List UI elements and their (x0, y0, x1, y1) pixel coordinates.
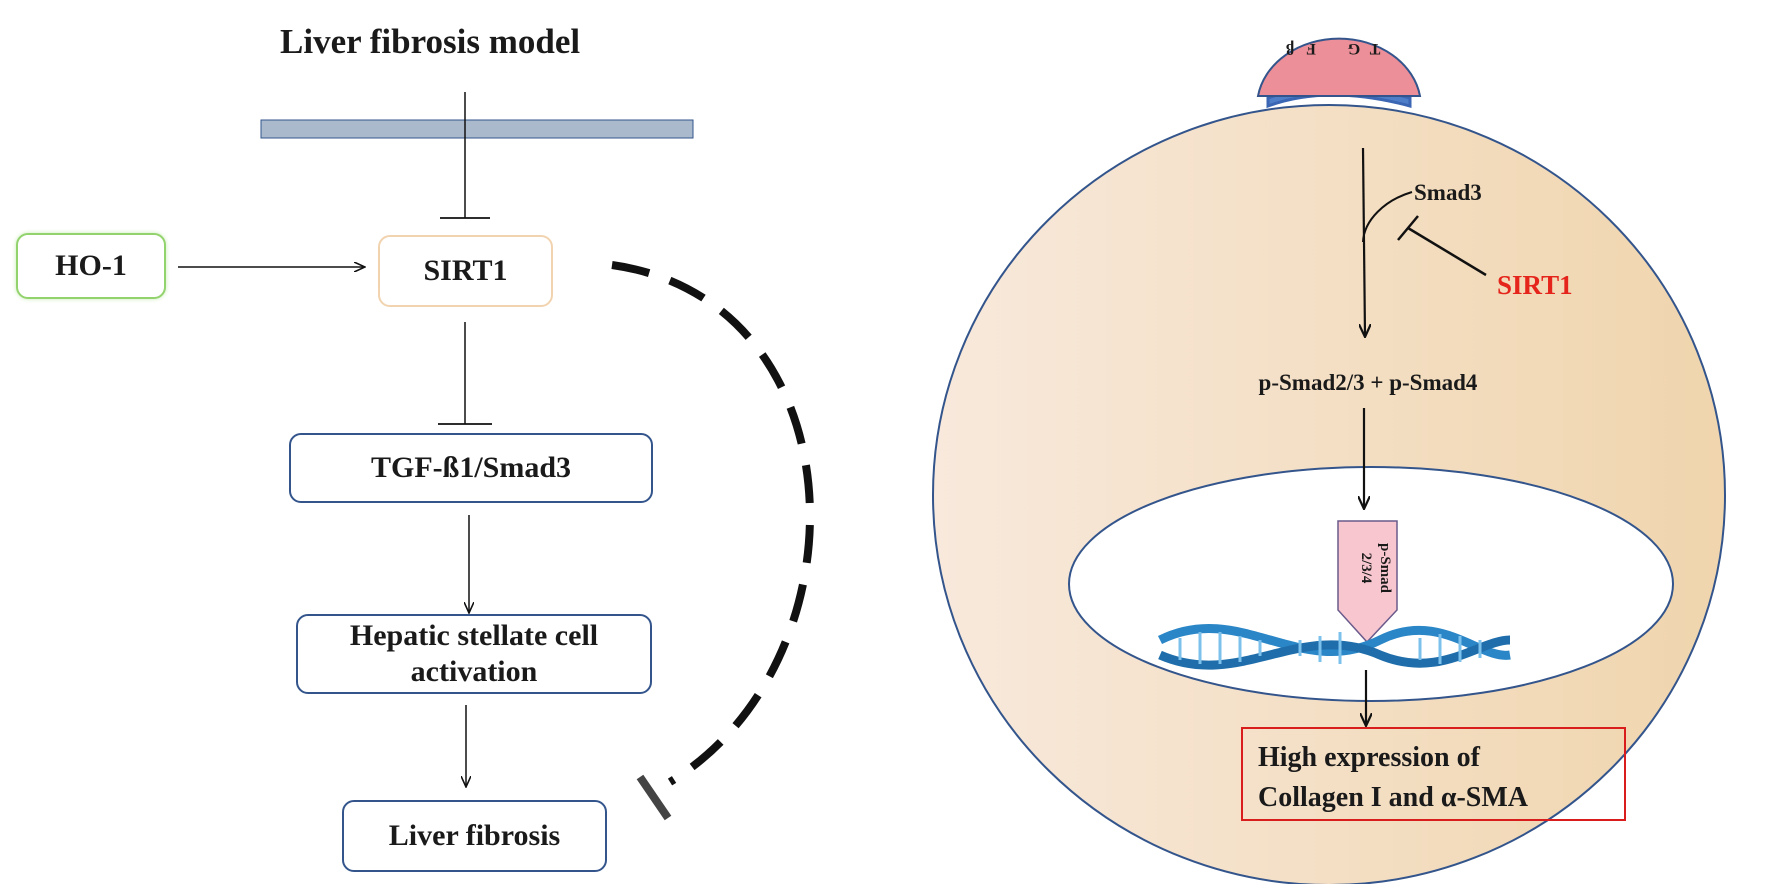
model-title: Liver fibrosis model (280, 22, 581, 61)
result-text-line2: Collagen I and α-SMA (1258, 782, 1529, 813)
psmad-arrow-label-line1: p-Smad (1377, 543, 1393, 594)
result-text-line1: High expression of (1258, 742, 1481, 773)
hsc-activation-box: Hepatic stellate cell activation (296, 614, 652, 694)
psmad-complex-label: p-Smad2/3 + p-Smad4 (1259, 370, 1478, 395)
tgf-ligand (1256, 37, 1422, 97)
hsc-label-line1: Hepatic stellate cell (349, 619, 599, 652)
ho1-box: HO-1 (16, 233, 166, 299)
membrane-bar (260, 119, 694, 139)
tgf-smad3-box: TGF-ß1/Smad3 (289, 433, 653, 503)
receptor-label: T G F β (1286, 40, 1381, 57)
smad3-label: Smad3 (1414, 180, 1482, 205)
sirt1-box: SIRT1 (378, 235, 553, 307)
receptor-letter-beta: β (1286, 40, 1294, 57)
hsc-label-line2: activation (410, 655, 538, 688)
receptor-letter-t: T (1369, 40, 1380, 57)
psmad-arrow-label-line2: 2/3/4 (1358, 553, 1374, 584)
inhibit-line-sirt1-smad3 (1407, 226, 1487, 277)
dna-helix-icon (1157, 624, 1511, 670)
result-box (1241, 727, 1626, 821)
inhibit-bar-sirt1-smad3 (1397, 215, 1419, 241)
dashed-inhibition-bar (636, 774, 672, 821)
receptor-letter-g: G (1347, 40, 1360, 57)
receptor-letter-f: F (1306, 40, 1316, 57)
dashed-inhibition-arc (611, 261, 814, 786)
psmad-pentagon-arrow (1337, 520, 1398, 644)
smad3-curve (1362, 191, 1413, 243)
sirt1-inhibitor-label: SIRT1 (1497, 270, 1573, 300)
liver-fibrosis-box: Liver fibrosis (342, 800, 607, 872)
